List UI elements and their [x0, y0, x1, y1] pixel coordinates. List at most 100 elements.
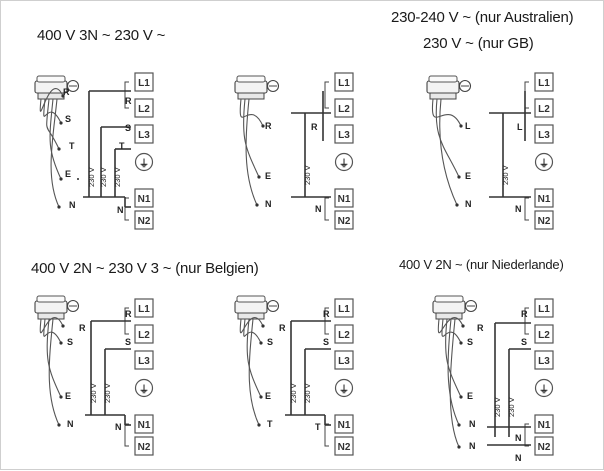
wire-end [455, 203, 459, 207]
wire-end [261, 124, 265, 128]
voltage-label: 230 V [507, 397, 516, 417]
terminal-box [534, 350, 554, 370]
wire-label: L [517, 122, 523, 132]
wire-end [59, 121, 63, 125]
wire-label: E [467, 391, 473, 401]
wire-label: R [521, 309, 528, 319]
terminal-box [334, 98, 354, 118]
wire-end [459, 124, 463, 128]
wire-label: S [323, 337, 329, 347]
wire [245, 98, 258, 206]
wire-label: R [311, 122, 318, 132]
ground-terminal [134, 152, 154, 172]
voltage-label: 230 V [87, 167, 96, 187]
terminal-label: L2 [538, 330, 550, 341]
terminal-label: N2 [538, 216, 551, 227]
terminal-bridge [324, 81, 329, 109]
terminal-box [534, 436, 554, 456]
wire-label: R [79, 323, 86, 333]
neutral-bridge [324, 423, 329, 447]
wire-label: L [465, 121, 471, 131]
terminal-label: N2 [138, 216, 151, 227]
voltage-label: 230 V [99, 167, 108, 187]
terminal-label: L3 [138, 130, 150, 141]
wire-label: S [125, 123, 131, 133]
wire-end [459, 341, 463, 345]
ground-icon: ⏚ [339, 384, 349, 396]
wire-label: N [265, 199, 272, 209]
cable-sheath [435, 312, 463, 320]
wire-end [61, 94, 65, 98]
terminal-box [134, 414, 154, 434]
terminal-box [134, 350, 154, 370]
wire-end [461, 324, 465, 328]
wire [243, 318, 262, 344]
wire [50, 98, 60, 208]
terminal-box [334, 350, 354, 370]
wire-label: N [469, 419, 476, 429]
wire [46, 318, 62, 398]
wire [43, 98, 62, 124]
terminal-label: L3 [338, 130, 350, 141]
terminal-box [134, 324, 154, 344]
terminal-box [334, 72, 354, 92]
wire-end [59, 177, 63, 181]
ground-terminal [334, 378, 354, 398]
diagram-2-cable [234, 75, 280, 207]
terminal-box [134, 298, 154, 318]
terminal-label: L3 [338, 356, 350, 367]
terminal-box [134, 436, 154, 456]
cable-clamp [234, 80, 268, 94]
wire-end [457, 423, 461, 427]
terminal-box [534, 124, 554, 144]
diagram-3-cable [426, 75, 472, 207]
wire-label: S [521, 337, 527, 347]
wire [447, 318, 460, 426]
terminal-box [334, 414, 354, 434]
wire-label: N [315, 204, 322, 214]
terminal-label: L2 [338, 330, 350, 341]
ground-icon: ⏚ [539, 158, 549, 170]
terminal-label: N1 [338, 420, 351, 431]
wire-label: S [67, 337, 73, 347]
cable-clamp [426, 80, 460, 94]
wire-end [457, 175, 461, 179]
wire-label: E [265, 171, 271, 181]
wire-label: N [69, 200, 76, 210]
neutral-bridge [324, 197, 329, 221]
terminal-box [334, 210, 354, 230]
wire-end [261, 324, 265, 328]
ground-terminal [534, 152, 554, 172]
wire-end [457, 445, 461, 449]
wire-label: E [465, 171, 471, 181]
diagram-1-cable [34, 75, 80, 209]
wire-end [57, 147, 61, 151]
diagram-4-title: 400 V 2N ~ 230 V 3 ~ (nur Belgien) [31, 260, 259, 277]
wire-end [257, 175, 261, 179]
ground-icon: ⏚ [339, 158, 349, 170]
wire-label: R [63, 87, 70, 97]
wire [439, 98, 458, 206]
wire [239, 98, 264, 127]
wire-end [59, 341, 63, 345]
terminal-label: N2 [538, 442, 551, 453]
terminal-box [534, 210, 554, 230]
terminal-box [334, 188, 354, 208]
cable-clamp [34, 300, 68, 314]
cable-clamp-top [36, 295, 66, 303]
cable-clamp-top [236, 75, 266, 83]
terminal-label: N2 [338, 216, 351, 227]
wire-label: S [65, 114, 71, 124]
wire-label: E [265, 391, 271, 401]
ground-icon: ⏚ [539, 384, 549, 396]
voltage-label: 230 V [103, 383, 112, 403]
terminal-box [134, 72, 154, 92]
neutral-bridge [124, 423, 129, 447]
terminal-label: L2 [338, 104, 350, 115]
terminal-box [134, 210, 154, 230]
cable-sheath [37, 92, 65, 100]
wire-label: R [125, 309, 132, 319]
